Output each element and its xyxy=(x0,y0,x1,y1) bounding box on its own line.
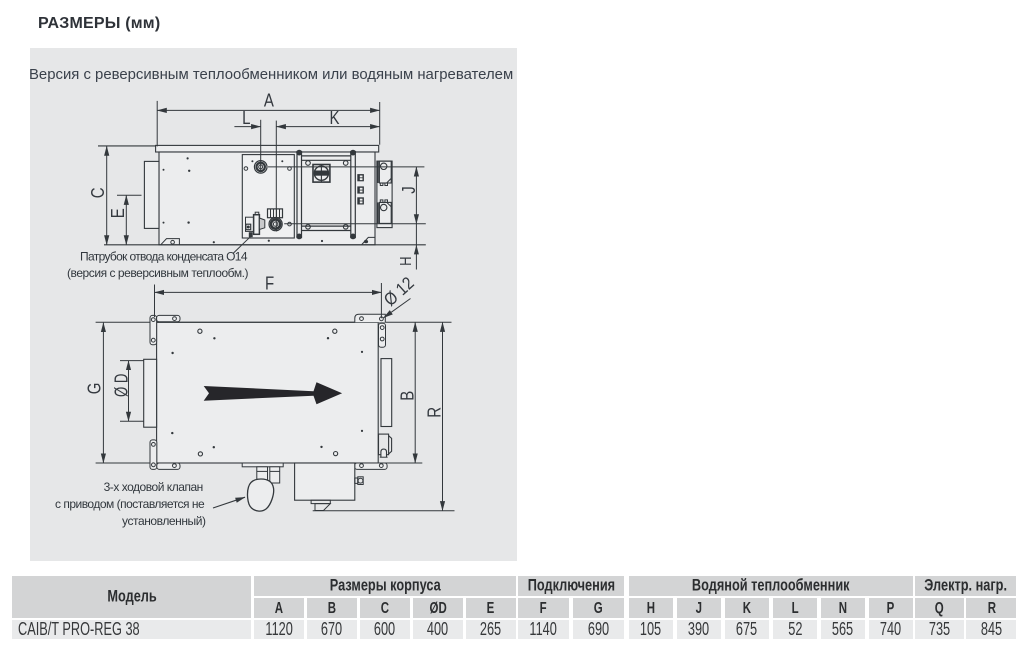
svg-text:установленный): установленный) xyxy=(122,514,206,528)
svg-text:A: A xyxy=(264,90,275,111)
svg-text:E: E xyxy=(107,208,128,218)
svg-text:J: J xyxy=(398,186,419,193)
svg-text:H: H xyxy=(398,257,415,266)
svg-text:L: L xyxy=(242,108,250,129)
svg-text:(версия с реверсивным теплообм: (версия с реверсивным теплообм.) xyxy=(67,266,249,280)
svg-text:Ø 12: Ø 12 xyxy=(380,273,418,310)
svg-text:G: G xyxy=(84,383,105,395)
svg-text:K: K xyxy=(329,108,339,129)
svg-text:Ø D: Ø D xyxy=(111,374,132,398)
svg-text:R: R xyxy=(424,407,445,418)
svg-text:C: C xyxy=(87,187,108,198)
svg-text:с приводом (поставляется не: с приводом (поставляется не xyxy=(55,497,205,511)
svg-text:F: F xyxy=(265,273,274,294)
svg-text:Патрубок отвода конденсата О14: Патрубок отвода конденсата О14 xyxy=(80,249,248,263)
svg-text:B: B xyxy=(397,391,418,401)
svg-text:3-х ходовой клапан: 3-х ходовой клапан xyxy=(104,480,204,494)
